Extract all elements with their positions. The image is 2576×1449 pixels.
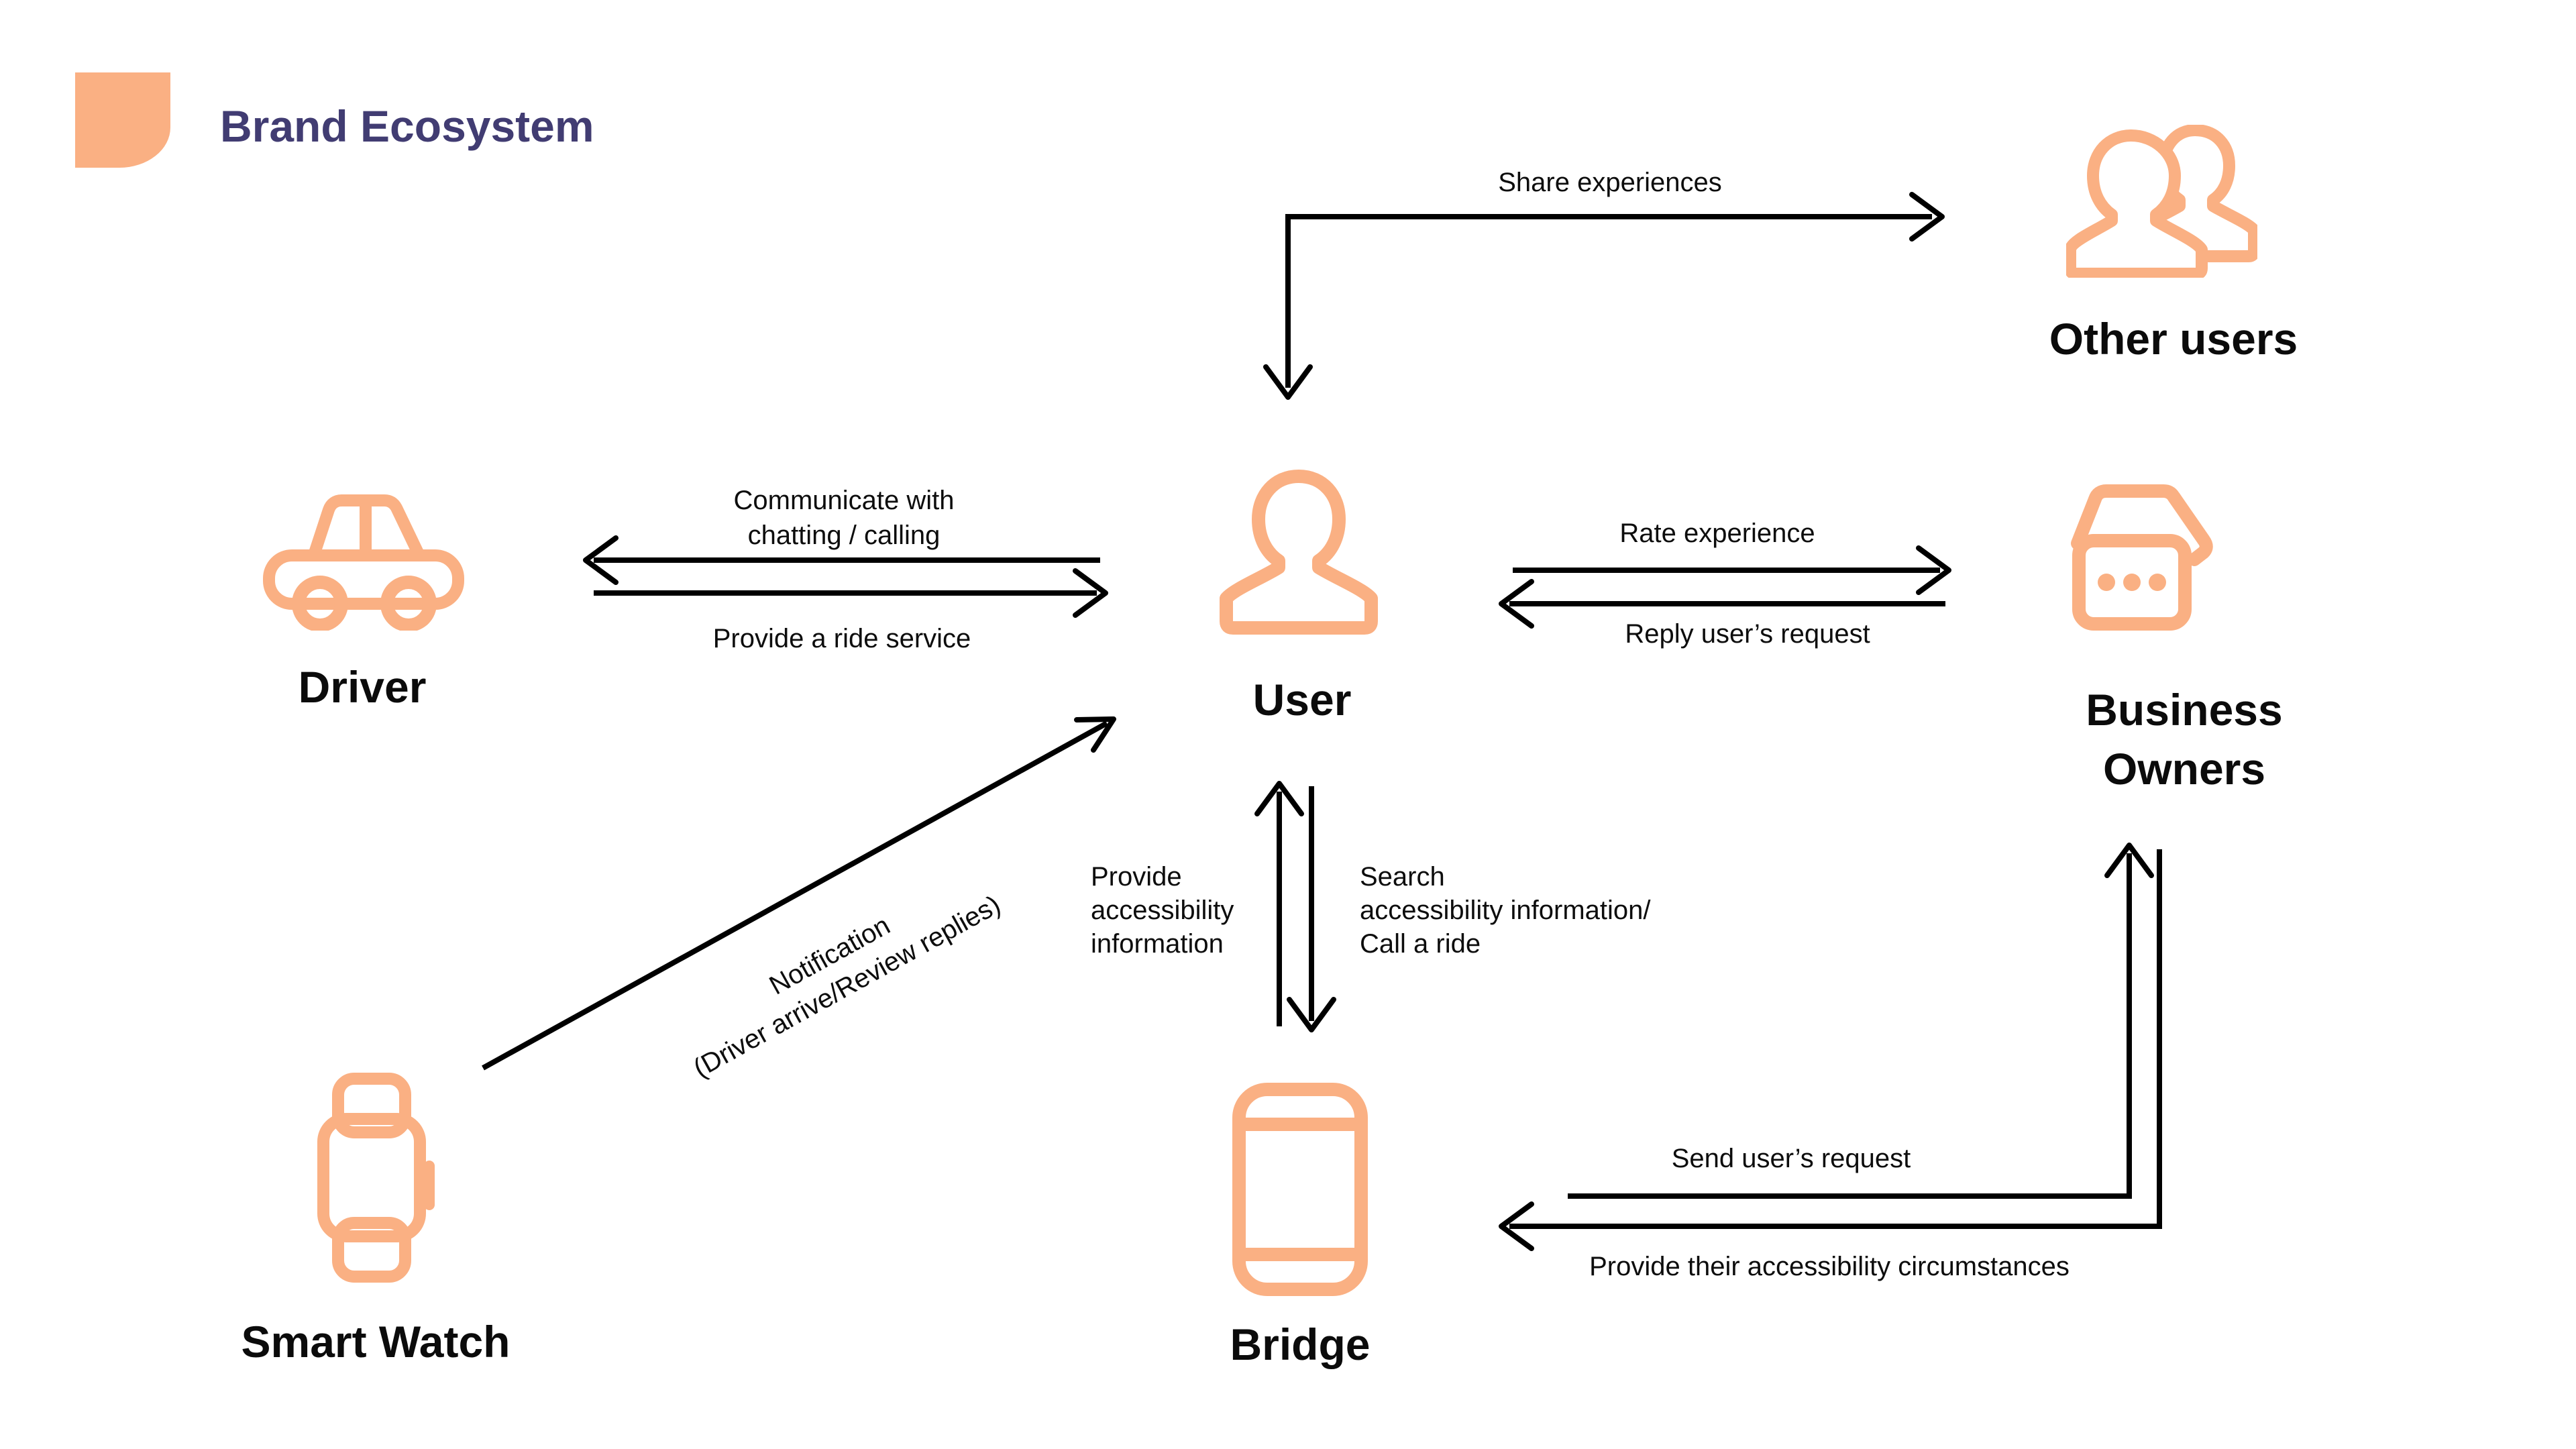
arrow-rate-experience	[1513, 545, 1951, 595]
flow-label-search-accessibility: Search accessibility information/ Call a…	[1360, 862, 1651, 959]
driver-label: Driver	[298, 662, 427, 712]
page-title: Brand Ecosystem	[220, 101, 594, 151]
flow-label-provide-accessibility: Provide accessibility information	[1091, 862, 1234, 959]
flow-label-communicate: Communicate with chatting / calling	[733, 486, 955, 550]
arrow-share-experiences	[1263, 192, 1945, 400]
flow-label-share-experiences: Share experiences	[1498, 168, 1722, 197]
person-icon	[1220, 470, 1378, 635]
flow-label-provide-ride: Provide a ride service	[712, 624, 971, 653]
arrow-provide-ride	[594, 568, 1108, 618]
flow-label-send-request: Send user’s request	[1671, 1144, 1911, 1173]
smart-watch-label: Smart Watch	[241, 1317, 511, 1366]
flow-label-reply-request: Reply user’s request	[1625, 619, 1870, 649]
flow-label-provide-circumstances: Provide their accessibility circumstance…	[1589, 1252, 2070, 1281]
flow-label-rate-experience: Rate experience	[1619, 519, 1815, 548]
arrow-search-accessibility	[1287, 786, 1336, 1032]
user-node	[1216, 468, 1382, 639]
other-users-label: Other users	[2049, 314, 2298, 364]
storefront-icon	[2071, 484, 2213, 631]
arrow-reply-request	[1499, 579, 1945, 629]
bridge-label: Bridge	[1230, 1320, 1371, 1369]
brand-logo	[75, 72, 170, 168]
business-owners-label: Business Owners	[2086, 685, 2283, 794]
car-icon	[263, 494, 464, 631]
smartphone-icon	[1232, 1083, 1368, 1296]
business-owners-node	[2070, 482, 2214, 637]
people-icon	[2066, 125, 2257, 278]
arrow-provide-circumstances	[1499, 849, 2162, 1251]
arrow-communicate	[583, 535, 1100, 585]
arrow-notification	[482, 716, 1116, 1071]
smartwatch-icon	[317, 1073, 435, 1283]
smart-watch-node	[307, 1072, 436, 1283]
user-label: User	[1252, 675, 1352, 724]
other-users-node	[2066, 125, 2257, 278]
driver-node	[260, 480, 468, 631]
arrow-provide-accessibility	[1254, 781, 1304, 1026]
arrow-send-request	[1568, 843, 2154, 1199]
bridge-node	[1231, 1081, 1369, 1297]
